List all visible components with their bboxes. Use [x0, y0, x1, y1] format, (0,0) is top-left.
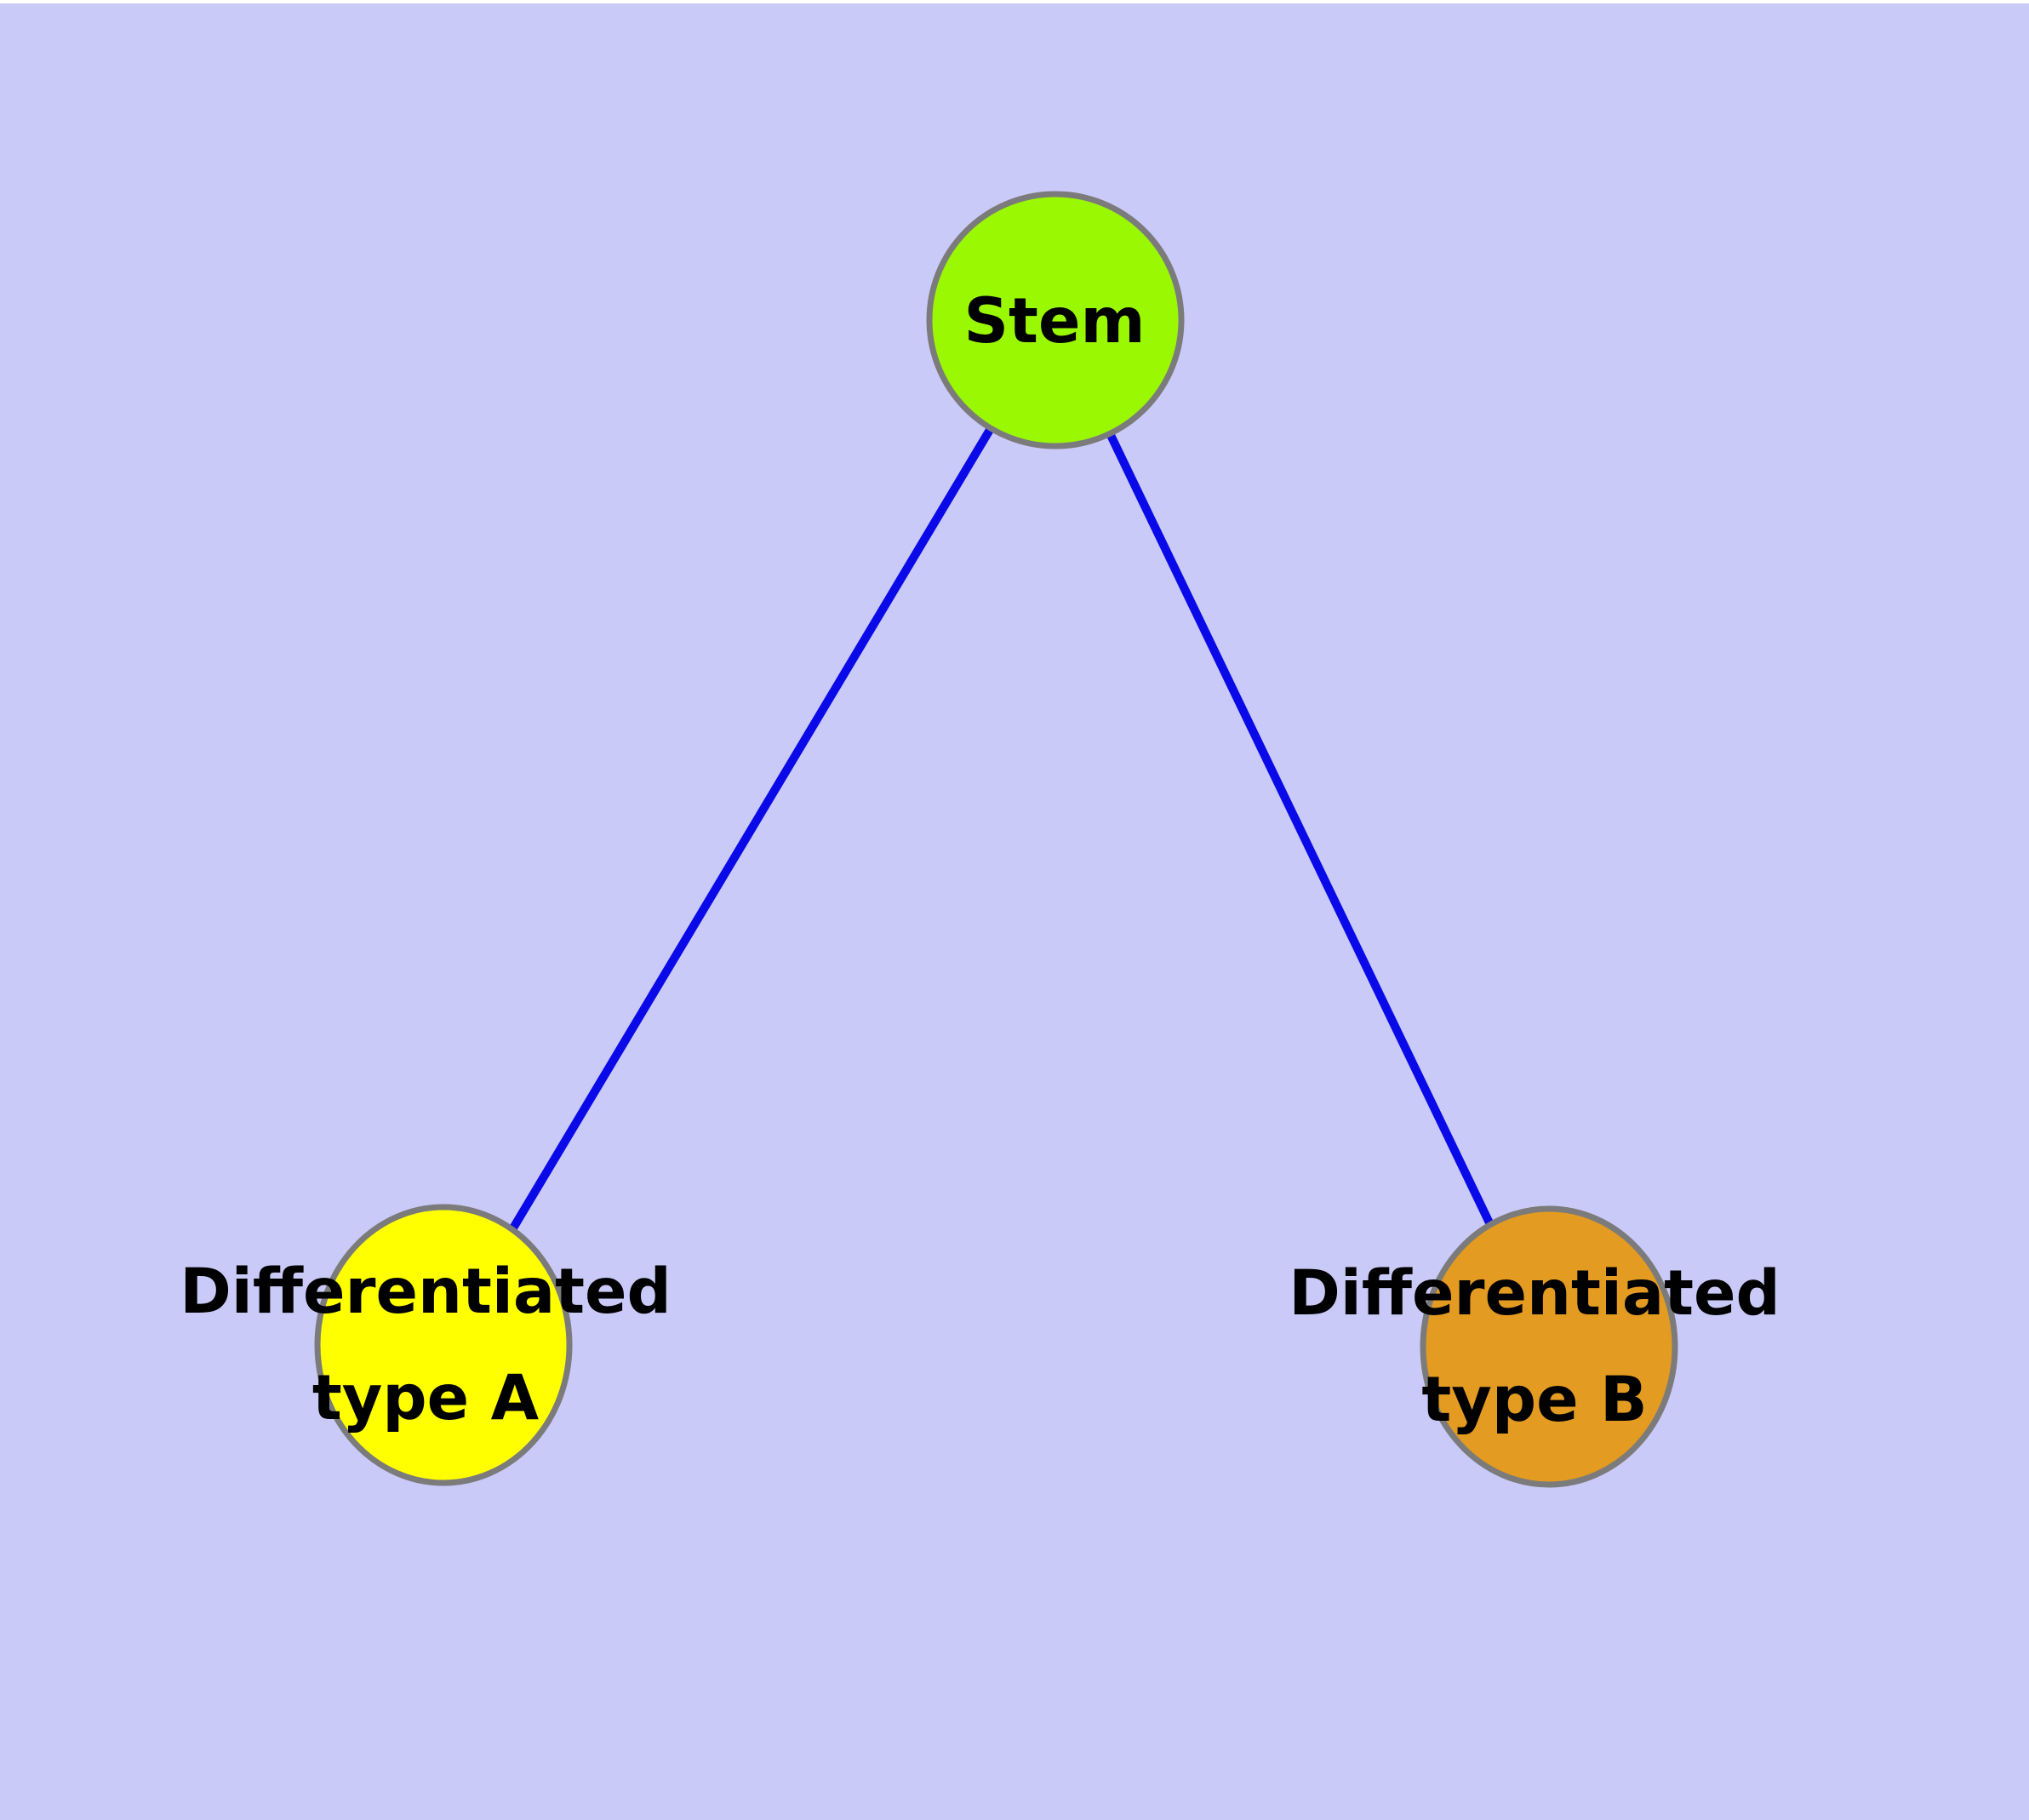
- node-type-b-label-line1: Differentiated: [1289, 1257, 1780, 1330]
- node-differentiated-type-b: [1420, 1205, 1678, 1488]
- node-stem: [926, 191, 1185, 449]
- node-stem-label: Stem: [963, 285, 1145, 358]
- node-type-a-label-line1: Differentiated: [180, 1256, 672, 1328]
- edge-stem-to-type-b: [1051, 318, 1553, 1349]
- node-differentiated-type-a: [314, 1204, 573, 1486]
- node-type-b-label-line2: type B: [1421, 1364, 1647, 1436]
- edge-stem-to-type-a: [439, 318, 1060, 1348]
- top-margin-strip: [0, 0, 2029, 3]
- node-type-a-label-line2: type A: [312, 1362, 540, 1434]
